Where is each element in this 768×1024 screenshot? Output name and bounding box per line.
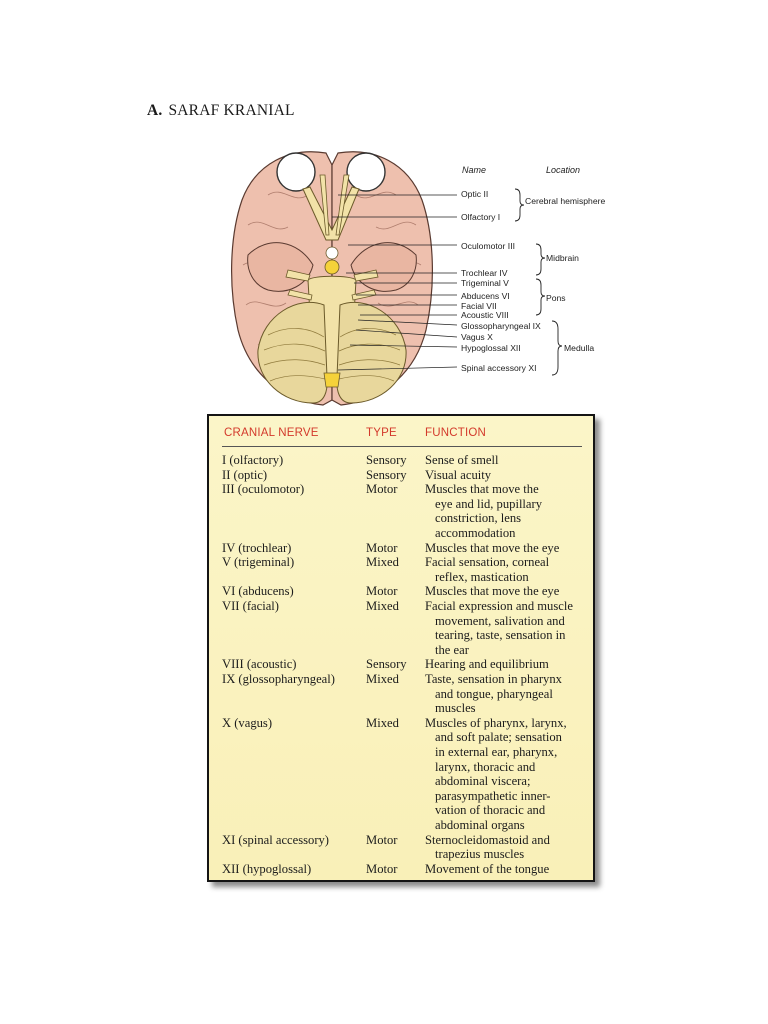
function-line: vation of thoracic and bbox=[425, 803, 583, 818]
cell-nerve: VIII (acoustic) bbox=[222, 657, 296, 672]
cell-nerve: X (vagus) bbox=[222, 716, 272, 731]
cell-function: Muscles of pharynx, larynx,and soft pala… bbox=[425, 716, 583, 833]
section-letter: A. bbox=[147, 102, 162, 119]
function-line: abdominal organs bbox=[425, 818, 583, 833]
location-pons: Pons bbox=[546, 293, 566, 303]
header-cranial-nerve: CRANIAL NERVE bbox=[224, 427, 319, 439]
header-function: FUNCTION bbox=[425, 427, 486, 439]
cell-function: Visual acuity bbox=[425, 468, 583, 483]
function-line: the ear bbox=[425, 643, 583, 658]
function-line: movement, salivation and bbox=[425, 614, 583, 629]
function-line: Muscles that move the bbox=[425, 482, 583, 497]
cell-type: Mixed bbox=[366, 555, 399, 570]
label-oculomotor: Oculomotor III bbox=[461, 241, 515, 251]
function-line: trapezius muscles bbox=[425, 847, 583, 862]
cell-function: Sense of smell bbox=[425, 453, 583, 468]
function-line: and tongue, pharyngeal bbox=[425, 687, 583, 702]
function-line: reflex, mastication bbox=[425, 570, 583, 585]
section-title: SARAF KRANIAL bbox=[168, 102, 294, 119]
cell-type: Mixed bbox=[366, 716, 399, 731]
label-acoustic: Acoustic VIII bbox=[461, 310, 509, 320]
cell-nerve: IV (trochlear) bbox=[222, 541, 291, 556]
function-line: tearing, taste, sensation in bbox=[425, 628, 583, 643]
cell-function: Muscles that move the eye bbox=[425, 584, 583, 599]
label-trigeminal: Trigeminal V bbox=[461, 278, 509, 288]
cell-type: Mixed bbox=[366, 599, 399, 614]
function-line: abdominal viscera; bbox=[425, 774, 583, 789]
function-line: Sternocleidomastoid and bbox=[425, 833, 583, 848]
cell-function: Hearing and equilibrium bbox=[425, 657, 583, 672]
header-type: TYPE bbox=[366, 427, 397, 439]
label-olfactory: Olfactory I bbox=[461, 212, 500, 222]
function-line: Hearing and equilibrium bbox=[425, 657, 583, 672]
label-optic: Optic II bbox=[461, 189, 488, 199]
label-vagus: Vagus X bbox=[461, 332, 493, 342]
location-medulla: Medulla bbox=[564, 343, 594, 353]
function-line: Facial sensation, corneal bbox=[425, 555, 583, 570]
function-line: Facial expression and muscle bbox=[425, 599, 583, 614]
cell-nerve: I (olfactory) bbox=[222, 453, 283, 468]
cell-type: Sensory bbox=[366, 453, 407, 468]
cell-type: Motor bbox=[366, 584, 397, 599]
left-eye bbox=[277, 153, 315, 191]
function-line: accommodation bbox=[425, 526, 583, 541]
cell-nerve: VI (abducens) bbox=[222, 584, 294, 599]
figure-name-header: Name bbox=[462, 165, 486, 175]
cell-nerve: VII (facial) bbox=[222, 599, 279, 614]
function-line: muscles bbox=[425, 701, 583, 716]
location-cerebral-hemisphere: Cerebral hemisphere bbox=[525, 196, 605, 206]
cell-type: Motor bbox=[366, 862, 397, 877]
function-line: eye and lid, pupillary bbox=[425, 497, 583, 512]
figure-location-header: Location bbox=[546, 165, 580, 175]
cell-function: Movement of the tongue bbox=[425, 862, 583, 877]
function-line: parasympathetic inner- bbox=[425, 789, 583, 804]
function-line: in external ear, pharynx, bbox=[425, 745, 583, 760]
cell-type: Sensory bbox=[366, 468, 407, 483]
cell-function: Muscles that move the eye bbox=[425, 541, 583, 556]
function-line: Movement of the tongue bbox=[425, 862, 583, 877]
table-header: CRANIAL NERVE TYPE FUNCTION bbox=[222, 426, 582, 447]
function-line: Sense of smell bbox=[425, 453, 583, 468]
section-heading: A. SARAF KRANIAL bbox=[147, 102, 295, 120]
cell-type: Motor bbox=[366, 482, 397, 497]
cell-nerve: II (optic) bbox=[222, 468, 267, 483]
location-midbrain: Midbrain bbox=[546, 253, 579, 263]
cell-nerve: XI (spinal accessory) bbox=[222, 833, 329, 848]
function-line: Taste, sensation in pharynx bbox=[425, 672, 583, 687]
label-abducens: Abducens VI bbox=[461, 291, 510, 301]
function-line: Visual acuity bbox=[425, 468, 583, 483]
function-line: Muscles that move the eye bbox=[425, 541, 583, 556]
function-line: Muscles that move the eye bbox=[425, 584, 583, 599]
brain-illustration bbox=[228, 145, 628, 410]
label-hypoglossal: Hypoglossal XII bbox=[461, 343, 521, 353]
function-line: constriction, lens bbox=[425, 511, 583, 526]
cell-nerve: III (oculomotor) bbox=[222, 482, 304, 497]
function-line: larynx, thoracic and bbox=[425, 760, 583, 775]
cranial-nerve-table: CRANIAL NERVE TYPE FUNCTION I (olfactory… bbox=[207, 414, 595, 882]
label-trochlear: Trochlear IV bbox=[461, 268, 508, 278]
right-eye bbox=[347, 153, 385, 191]
cell-type: Sensory bbox=[366, 657, 407, 672]
label-glossopharyngeal: Glossopharyngeal IX bbox=[461, 321, 541, 331]
cell-nerve: XII (hypoglossal) bbox=[222, 862, 311, 877]
function-line: and soft palate; sensation bbox=[425, 730, 583, 745]
cell-nerve: V (trigeminal) bbox=[222, 555, 294, 570]
function-line: Muscles of pharynx, larynx, bbox=[425, 716, 583, 731]
cell-type: Mixed bbox=[366, 672, 399, 687]
label-spinal-accessory: Spinal accessory XI bbox=[461, 363, 536, 373]
cell-type: Motor bbox=[366, 541, 397, 556]
cell-type: Motor bbox=[366, 833, 397, 848]
brain-figure: Name Location Optic II Olfactory I Oculo… bbox=[228, 145, 628, 410]
cell-nerve: IX (glossopharyngeal) bbox=[222, 672, 335, 687]
